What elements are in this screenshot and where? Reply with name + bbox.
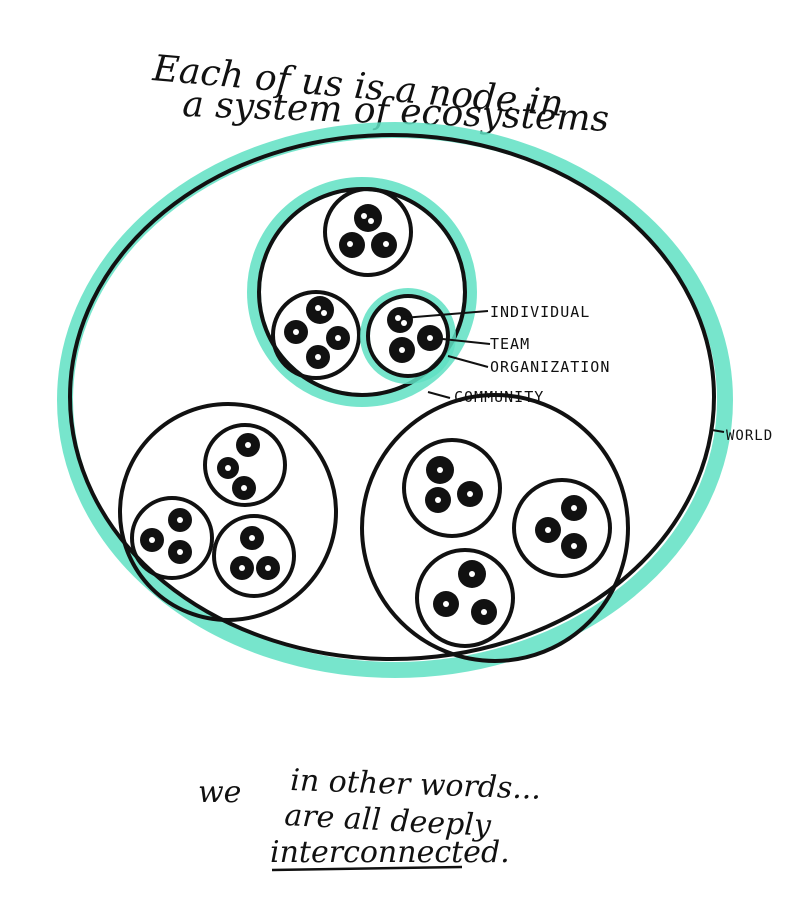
footer-line-1: in other words... bbox=[290, 763, 542, 807]
organization-top-1 bbox=[323, 187, 413, 277]
footer-line-2a: we bbox=[198, 775, 241, 810]
organization-left-1 bbox=[203, 423, 287, 507]
organization-left-2 bbox=[130, 496, 214, 580]
label-individual: INDIVIDUAL bbox=[490, 303, 590, 321]
community-circle-right bbox=[360, 393, 630, 663]
organization-left-3 bbox=[212, 514, 296, 598]
leader-lines bbox=[402, 310, 725, 433]
organization-highlighted bbox=[360, 288, 456, 384]
organization-right-3 bbox=[415, 548, 515, 648]
teams bbox=[140, 204, 587, 625]
label-world: WORLD bbox=[726, 428, 773, 444]
organization-right-1 bbox=[402, 438, 502, 538]
organization-right-2 bbox=[512, 478, 612, 578]
label-community: COMMUNITY bbox=[454, 388, 544, 406]
label-team: TEAM bbox=[490, 335, 530, 353]
community-circle-left bbox=[118, 402, 338, 622]
underline bbox=[271, 865, 463, 872]
label-organization: ORGANIZATION bbox=[490, 358, 610, 376]
organization-top-2 bbox=[271, 290, 361, 380]
footer-line-3: interconnected. bbox=[270, 835, 510, 870]
world-circle bbox=[57, 122, 733, 678]
individuals bbox=[149, 213, 577, 615]
